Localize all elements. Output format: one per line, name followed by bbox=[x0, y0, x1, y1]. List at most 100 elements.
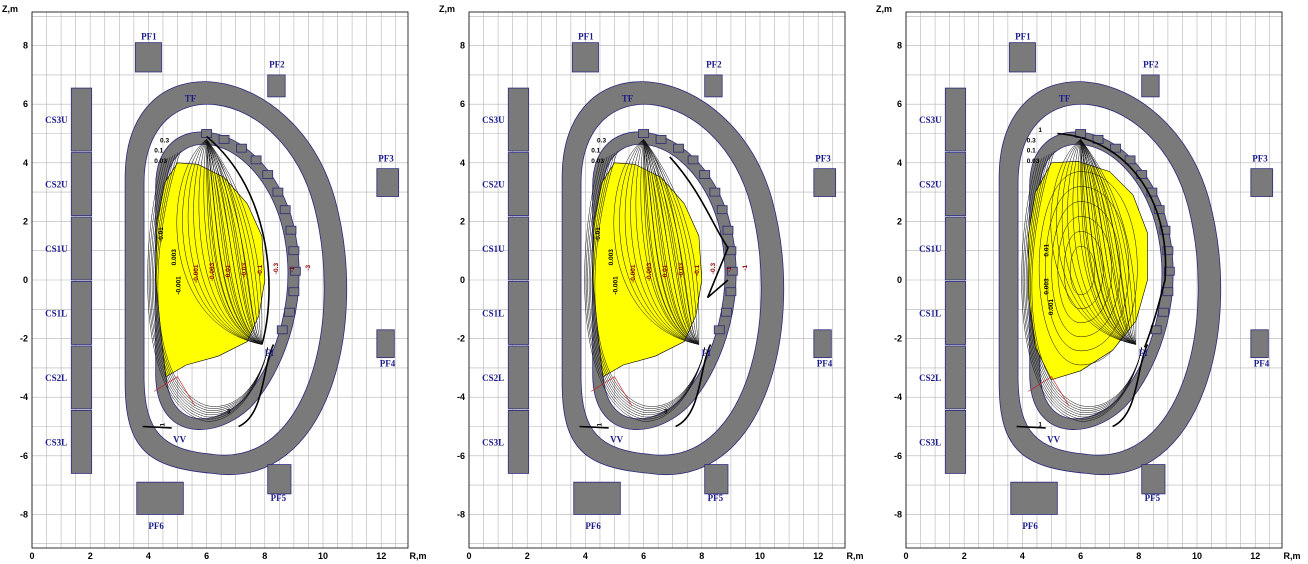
flux-value-label-red: -0.001 bbox=[193, 264, 200, 283]
coil-label-pf3: PF3 bbox=[815, 153, 831, 163]
cs1l-coil bbox=[70, 281, 93, 345]
flux-value-label: 0.003 bbox=[171, 249, 178, 266]
y-tick-label: 8 bbox=[460, 41, 465, 51]
coil-set bbox=[944, 42, 1274, 515]
y-tick-label: 6 bbox=[23, 99, 28, 109]
flux-line bbox=[193, 139, 263, 345]
y-tick-label: -8 bbox=[457, 509, 465, 519]
y-tick-label: -2 bbox=[894, 334, 902, 344]
flux-value-label: 0.3 bbox=[1027, 137, 1036, 144]
coil-label-cs1u: CS1U bbox=[482, 244, 505, 254]
flux-line bbox=[206, 139, 263, 345]
flux-value-label: 3 bbox=[227, 408, 231, 415]
x-tick-label: 12 bbox=[1250, 551, 1260, 561]
x-tick-label: 6 bbox=[204, 551, 209, 561]
flux-value-label: 1 bbox=[159, 423, 166, 427]
blanket-module bbox=[726, 266, 738, 276]
blanket-module bbox=[1110, 143, 1121, 153]
separatrix-upper bbox=[1057, 132, 1167, 348]
plot-frame bbox=[468, 11, 846, 549]
coil-set bbox=[70, 42, 400, 515]
coil-label-fi: FI bbox=[702, 348, 711, 358]
coil-label-cs3u: CS3U bbox=[482, 115, 505, 125]
pf5-coil bbox=[704, 464, 729, 495]
first-wall-modules bbox=[638, 129, 738, 335]
y-tick-label: 2 bbox=[897, 216, 902, 226]
coil-label-cs1u: CS1U bbox=[919, 244, 942, 254]
y-tick-label: -4 bbox=[894, 392, 902, 402]
cs3u-coil bbox=[70, 87, 93, 152]
blanket-module bbox=[1162, 287, 1174, 297]
blanket-module bbox=[709, 187, 721, 197]
plot-frame bbox=[31, 11, 409, 549]
y-tick-label: 2 bbox=[460, 216, 465, 226]
flux-line bbox=[187, 139, 262, 345]
blanket-module bbox=[1146, 187, 1158, 197]
separatrix-lower bbox=[1112, 344, 1149, 428]
coil-label-pf4: PF4 bbox=[1254, 358, 1270, 368]
x-tick-label: 2 bbox=[962, 551, 967, 561]
pf5-coil bbox=[1141, 464, 1166, 495]
blanket-module bbox=[687, 155, 699, 165]
blanket-module bbox=[236, 143, 247, 153]
y-tick-label: 4 bbox=[460, 158, 465, 168]
pf1-coil bbox=[571, 42, 599, 73]
flux-value-label: 0.003 bbox=[1044, 278, 1051, 295]
flux-line bbox=[624, 139, 699, 345]
separatrix-lower bbox=[238, 344, 275, 428]
pf3-coil bbox=[376, 168, 400, 197]
y-tick-label: -2 bbox=[20, 334, 28, 344]
pf2-coil bbox=[704, 74, 723, 98]
cs1u-coil bbox=[507, 216, 530, 281]
flux-value-label-red: -1 bbox=[742, 264, 749, 270]
coil-label-tf: TF bbox=[622, 93, 634, 103]
coil-label-fi: FI bbox=[265, 348, 274, 358]
blanket-module bbox=[201, 129, 213, 138]
x-axis-title: R,m bbox=[846, 551, 863, 561]
flux-value-label-red: -0.003 bbox=[209, 262, 216, 281]
y-axis-title: Z,m bbox=[2, 4, 18, 14]
y-tick-label: 8 bbox=[23, 41, 28, 51]
coil-label-fi: FI bbox=[1139, 348, 1148, 358]
flux-value-label: 0.3 bbox=[160, 137, 169, 144]
flux-value-label: 1 bbox=[1038, 127, 1042, 134]
cs3l-coil bbox=[70, 409, 93, 474]
flux-value-label-red: -0.1 bbox=[257, 264, 264, 276]
flux-value-label: 0.3 bbox=[597, 137, 606, 144]
flux-value-label: 0.01 bbox=[1044, 244, 1051, 257]
blanket-module bbox=[250, 155, 262, 165]
cs2u-coil bbox=[944, 152, 967, 216]
coil-label-pf4: PF4 bbox=[817, 358, 833, 368]
tf-coil bbox=[124, 81, 348, 476]
blanket-module bbox=[673, 143, 684, 153]
closed-flux-line bbox=[1038, 171, 1138, 366]
y-tick-label: -2 bbox=[457, 334, 465, 344]
separatrix-upper bbox=[206, 135, 270, 345]
x-tick-label: 12 bbox=[813, 551, 823, 561]
coil-label-pf3: PF3 bbox=[1252, 153, 1268, 163]
first-wall-modules bbox=[201, 129, 301, 335]
flux-line bbox=[643, 139, 700, 345]
divertor-leg bbox=[142, 425, 172, 429]
pf1-coil bbox=[134, 42, 162, 73]
y-tick-label: -8 bbox=[894, 509, 902, 519]
flux-value-label: 0.03 bbox=[154, 158, 167, 165]
cs2l-coil bbox=[70, 345, 93, 410]
y-tick-label: 6 bbox=[897, 99, 902, 109]
y-tick-label: 4 bbox=[897, 158, 902, 168]
flux-value-label: 0.003 bbox=[608, 249, 615, 266]
closed-flux-line bbox=[1070, 246, 1096, 295]
blanket-module bbox=[288, 287, 300, 297]
coil-label-cs2l: CS2L bbox=[45, 373, 67, 383]
divertor-leg bbox=[579, 425, 609, 429]
closed-flux-line bbox=[1063, 231, 1104, 309]
blanket-module bbox=[725, 246, 737, 256]
x-tick-label: 2 bbox=[525, 551, 530, 561]
coil-label-vv: VV bbox=[173, 435, 186, 445]
flux-value-label: 0.1 bbox=[154, 148, 163, 155]
x-tick-label: 8 bbox=[262, 551, 267, 561]
coil-label-cs2l: CS2L bbox=[482, 373, 504, 383]
coil-label-pf4: PF4 bbox=[380, 358, 396, 368]
